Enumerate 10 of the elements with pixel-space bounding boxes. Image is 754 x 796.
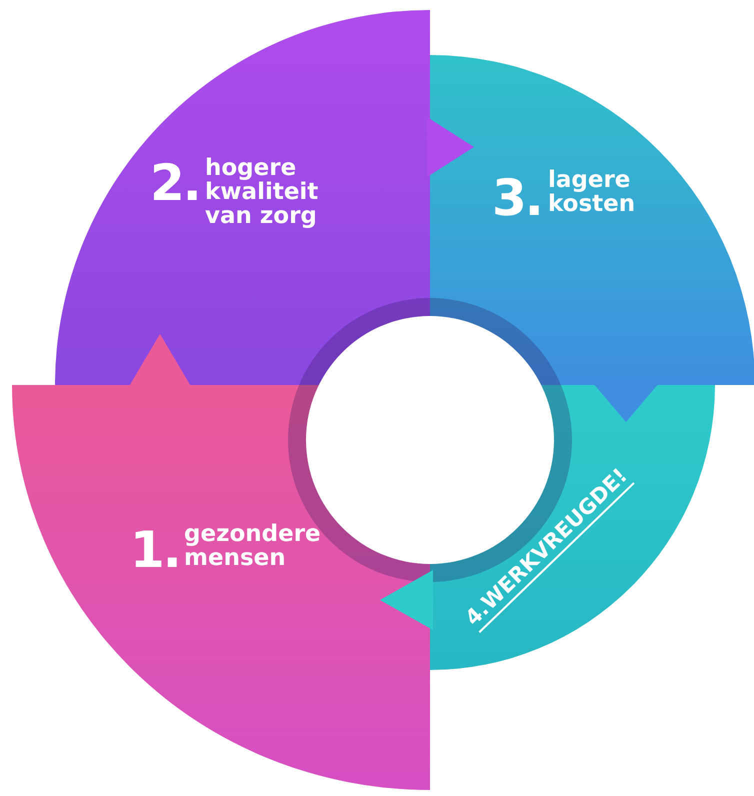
arrow-tab: [427, 117, 474, 177]
arrow-tab: [128, 334, 192, 388]
arrow-tab: [592, 382, 660, 422]
segment-label: gezondere mensen: [184, 522, 322, 570]
arrow-tab: [380, 570, 433, 630]
segment-label: hogere kwaliteit van zorg: [205, 156, 320, 228]
step-number: 1.: [130, 525, 180, 575]
step-number: 2.: [150, 158, 200, 208]
segment-label: lagere kosten: [548, 168, 636, 216]
step-number: 3.: [492, 173, 542, 223]
